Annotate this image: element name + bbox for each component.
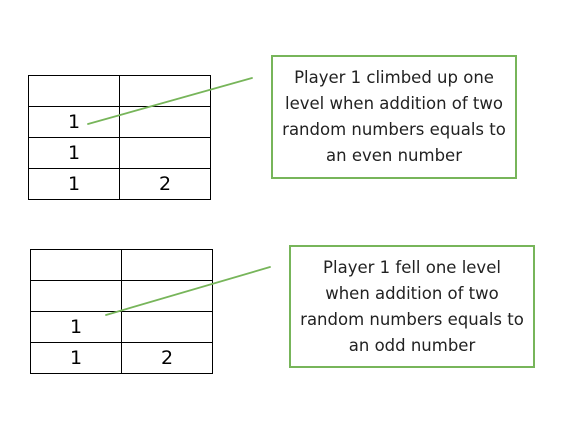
table-row [30,280,213,312]
table-cell [121,280,213,312]
bottom-callout-box: Player 1 fell one level when addition of… [289,245,535,368]
table-cell: 1 [28,137,120,169]
table-cell [121,311,213,343]
bottom-level-table: 1 1 2 [30,249,213,374]
table-row: 1 2 [30,342,213,374]
table-row [28,75,211,107]
table-cell: 1 [28,106,120,138]
table-row [30,249,213,281]
table-row: 1 2 [28,168,211,200]
table-row: 1 [28,137,211,169]
table-cell [119,106,211,138]
table-row: 1 [30,311,213,343]
bottom-callout-text: Player 1 fell one level when addition of… [300,257,524,355]
top-callout-text: Player 1 climbed up one level when addit… [282,68,506,165]
table-cell [119,75,211,107]
top-callout-box: Player 1 climbed up one level when addit… [271,55,517,179]
table-row: 1 [28,106,211,138]
table-cell: 2 [119,168,211,200]
table-cell: 1 [28,168,120,200]
table-cell [121,249,213,281]
table-cell: 2 [121,342,213,374]
table-cell [30,280,122,312]
table-cell [30,249,122,281]
table-cell: 1 [30,342,122,374]
top-level-table: 1 1 1 2 [28,75,211,200]
table-cell [119,137,211,169]
table-cell: 1 [30,311,122,343]
table-cell [28,75,120,107]
